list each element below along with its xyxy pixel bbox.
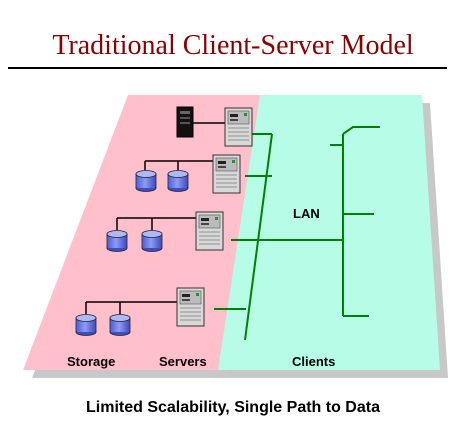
storage-disk-icon — [75, 314, 97, 336]
title-underline — [8, 67, 447, 69]
diagram-caption: Limited Scalability, Single Path to Data — [86, 399, 380, 416]
clients-label: Clients — [292, 354, 335, 369]
servers-label: Servers — [159, 354, 207, 369]
storage-disk-icon — [109, 314, 131, 336]
server-tower-icon — [176, 287, 205, 327]
storage-label: Storage — [67, 354, 115, 369]
storage-disk-icon — [141, 230, 163, 252]
page-title: Traditional Client-Server Model — [52, 30, 414, 61]
lan-network — [214, 126, 380, 341]
storage-connectors — [85, 122, 227, 314]
server-tower-icon — [212, 154, 241, 194]
storage-disk-icon — [135, 170, 157, 192]
clients-zone — [218, 95, 440, 370]
server-tower-icon — [224, 107, 253, 147]
lan-label: LAN — [293, 206, 320, 221]
storage-disk-icon — [167, 170, 189, 192]
server-tower-icon — [195, 211, 224, 251]
server-tower-icon — [176, 106, 194, 138]
storage-disk-icon — [106, 230, 128, 252]
